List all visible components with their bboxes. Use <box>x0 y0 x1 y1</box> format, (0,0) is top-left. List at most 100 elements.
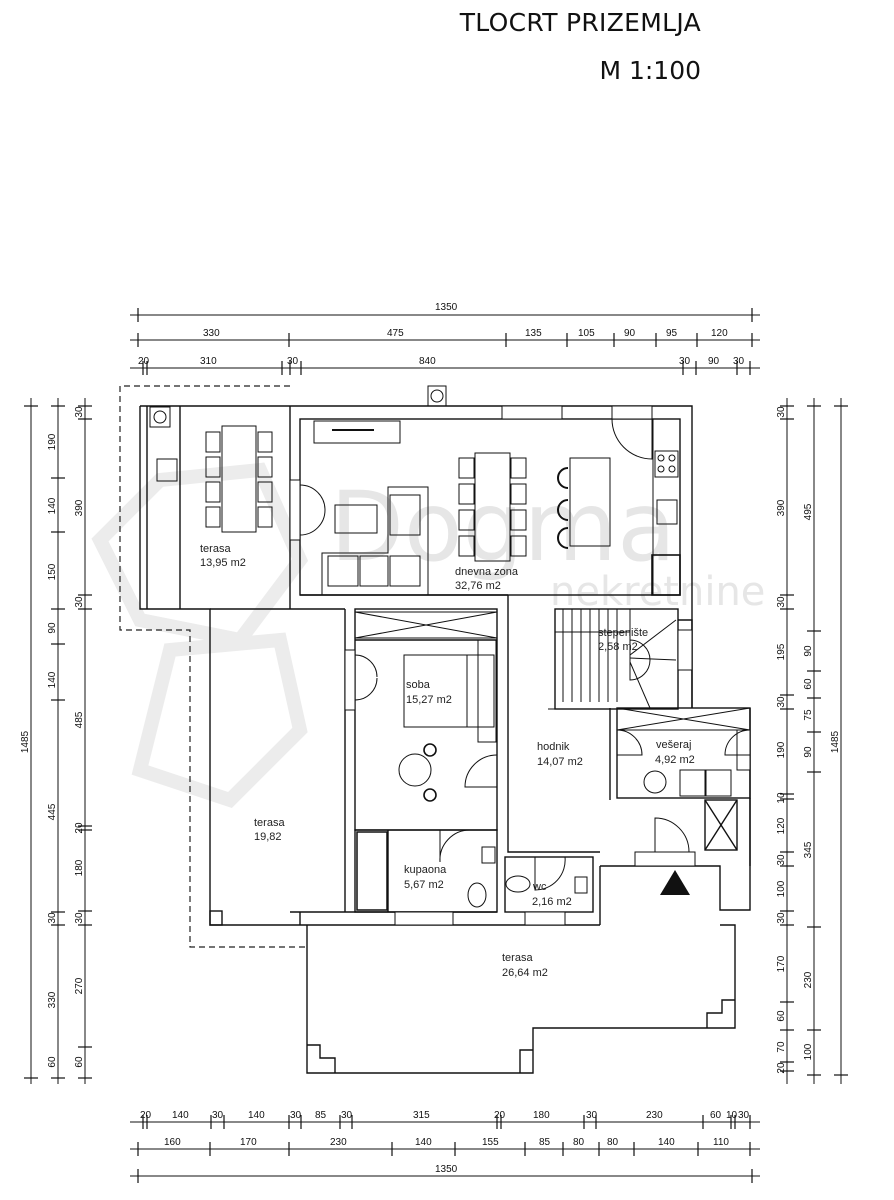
svg-text:270: 270 <box>74 977 85 994</box>
svg-text:30: 30 <box>212 1110 224 1121</box>
living-patio-door-icon <box>299 484 326 536</box>
coffee-table-icon <box>334 504 378 534</box>
bottom-dimension-labels: 20 140 30 140 30 85 30 315 20 180 30 230… <box>140 1110 750 1175</box>
round-table-icon <box>398 753 432 787</box>
svg-text:30: 30 <box>776 596 787 608</box>
grill-icon <box>149 406 171 428</box>
bathroom-door-icon <box>439 829 471 863</box>
svg-text:315: 315 <box>413 1110 430 1121</box>
svg-text:80: 80 <box>573 1137 585 1148</box>
bathtub-icon <box>356 831 388 911</box>
svg-text:1350: 1350 <box>435 302 458 313</box>
svg-text:140: 140 <box>415 1137 432 1148</box>
svg-text:190: 190 <box>776 741 787 758</box>
right-dimensions <box>780 398 848 1084</box>
bedroom-patio-door-icon <box>354 654 378 701</box>
svg-text:170: 170 <box>240 1137 257 1148</box>
svg-text:30: 30 <box>776 912 787 924</box>
plan-scale: M 1:100 <box>599 56 701 85</box>
svg-text:140: 140 <box>47 497 58 514</box>
stove-icon <box>654 450 679 478</box>
room-terasa-west-area: 19,82 <box>254 831 282 843</box>
svg-text:170: 170 <box>776 955 787 972</box>
wardrobe-icon <box>354 611 498 639</box>
top-dimensions <box>130 308 760 375</box>
svg-text:30: 30 <box>738 1110 750 1121</box>
svg-text:345: 345 <box>803 841 814 858</box>
room-stairs-name: stepenište <box>598 627 648 639</box>
svg-text:30: 30 <box>776 854 787 866</box>
svg-text:90: 90 <box>803 746 814 758</box>
doors <box>299 418 751 891</box>
svg-text:60: 60 <box>74 1056 85 1068</box>
chimney-icon <box>427 385 447 407</box>
watermark-logo-icon <box>91 462 309 809</box>
svg-text:330: 330 <box>203 328 220 339</box>
svg-text:10: 10 <box>776 792 787 804</box>
wc-sink-icon <box>574 876 588 894</box>
svg-text:20: 20 <box>776 1062 787 1074</box>
svg-text:10: 10 <box>726 1110 738 1121</box>
terrace-table-icon <box>221 425 257 533</box>
svg-text:30: 30 <box>74 406 85 418</box>
svg-text:20: 20 <box>74 822 85 834</box>
room-soba-area: 15,27 m2 <box>406 694 452 706</box>
svg-text:330: 330 <box>47 991 58 1008</box>
dining-table-icon <box>474 452 511 562</box>
svg-text:90: 90 <box>708 356 720 367</box>
svg-text:445: 445 <box>47 803 58 820</box>
svg-text:140: 140 <box>248 1110 265 1121</box>
tv-unit-icon <box>313 420 401 444</box>
svg-text:155: 155 <box>482 1137 499 1148</box>
svg-text:30: 30 <box>47 912 58 924</box>
svg-text:160: 160 <box>164 1137 181 1148</box>
svg-text:390: 390 <box>776 499 787 516</box>
room-veseraj-area: 4,92 m2 <box>655 754 695 766</box>
svg-text:475: 475 <box>387 328 404 339</box>
svg-text:85: 85 <box>315 1110 327 1121</box>
svg-text:180: 180 <box>533 1110 550 1121</box>
kitchen-door-icon <box>611 418 653 460</box>
svg-text:30: 30 <box>287 356 299 367</box>
svg-text:30: 30 <box>776 696 787 708</box>
entrance-arrow-icon <box>660 870 690 895</box>
svg-text:1350: 1350 <box>435 1164 458 1175</box>
windows <box>289 405 751 926</box>
svg-text:180: 180 <box>74 859 85 876</box>
svg-text:140: 140 <box>658 1137 675 1148</box>
svg-text:30: 30 <box>679 356 691 367</box>
svg-text:100: 100 <box>803 1043 814 1060</box>
svg-text:120: 120 <box>711 328 728 339</box>
laundry-door-icon <box>616 729 643 756</box>
furniture <box>149 385 751 911</box>
svg-text:840: 840 <box>419 356 436 367</box>
svg-text:30: 30 <box>74 596 85 608</box>
bed-icon <box>403 654 495 728</box>
svg-text:390: 390 <box>74 499 85 516</box>
bathroom-sink-icon <box>481 846 496 864</box>
room-kupaona-name: kupaona <box>404 864 447 876</box>
washer-icon <box>679 769 706 797</box>
right-dimension-labels: 30 390 30 195 30 190 10 120 30 100 30 17… <box>776 406 841 1074</box>
watermark-sub: nekretnine <box>550 569 765 615</box>
svg-text:105: 105 <box>578 328 595 339</box>
room-kupaona-area: 5,67 m2 <box>404 879 444 891</box>
svg-text:140: 140 <box>172 1110 189 1121</box>
svg-text:120: 120 <box>776 817 787 834</box>
room-veseraj-name: vešeraj <box>656 739 691 751</box>
room-stairs-area: 2,58 m2 <box>598 641 638 653</box>
room-soba-name: soba <box>406 679 431 691</box>
svg-text:495: 495 <box>803 503 814 520</box>
oven-icon <box>651 554 681 596</box>
svg-text:85: 85 <box>539 1137 551 1148</box>
room-hodnik-area: 14,07 m2 <box>537 756 583 768</box>
room-terasa-south-name: terasa <box>502 952 533 964</box>
svg-text:485: 485 <box>74 711 85 728</box>
svg-text:95: 95 <box>666 328 678 339</box>
svg-text:230: 230 <box>330 1137 347 1148</box>
svg-text:90: 90 <box>47 622 58 634</box>
left-dimension-labels: 1485 190 140 150 90 140 445 30 330 60 30… <box>20 406 85 1068</box>
room-terasa-north-name: terasa <box>200 543 231 555</box>
svg-text:310: 310 <box>200 356 217 367</box>
svg-text:90: 90 <box>624 328 636 339</box>
